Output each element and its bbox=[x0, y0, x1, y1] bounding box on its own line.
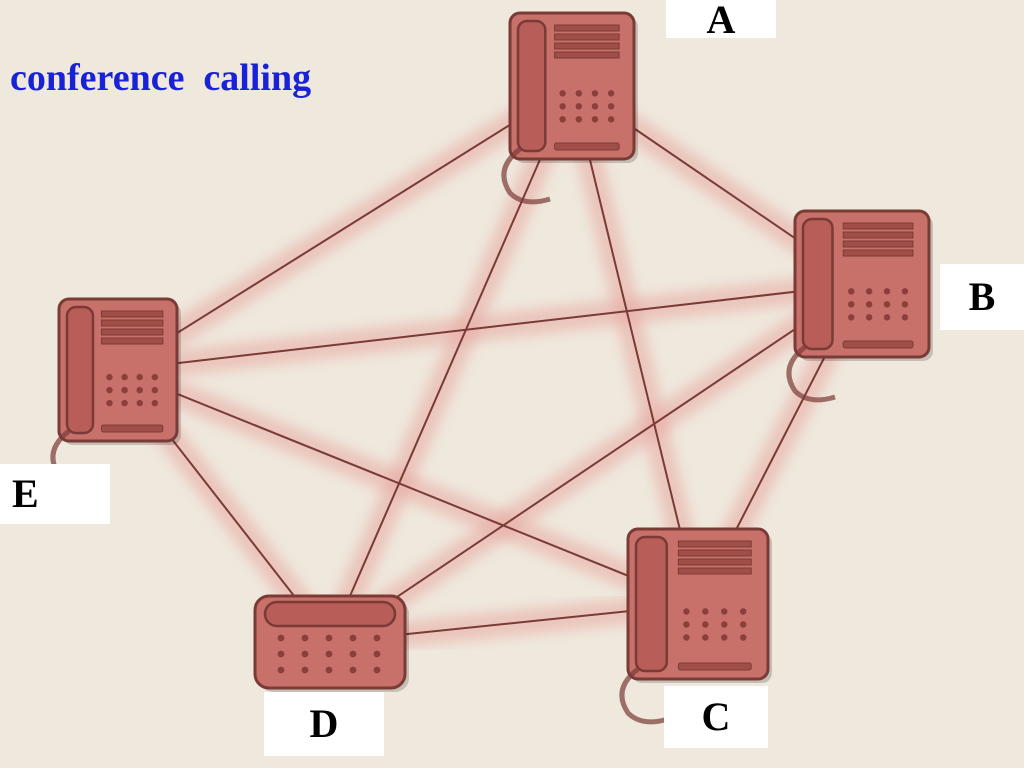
connection-line-c-e bbox=[117, 369, 699, 605]
telephones-group bbox=[50, 11, 933, 725]
connection-line-a-c bbox=[571, 85, 699, 605]
node-label-c: C bbox=[664, 686, 768, 748]
node-label-a: A bbox=[666, 0, 776, 40]
connection-line-b-e bbox=[117, 283, 863, 371]
telephone-icon bbox=[786, 209, 933, 403]
connection-line-a-e bbox=[117, 85, 573, 371]
node-label-e: E bbox=[0, 464, 110, 524]
connection-line-a-d bbox=[329, 85, 573, 643]
telephone-icon bbox=[619, 527, 772, 725]
telephone-icon bbox=[253, 594, 409, 692]
telephone-icon bbox=[50, 297, 181, 487]
node-label-d: D bbox=[264, 692, 384, 756]
diagram-title: conference calling bbox=[10, 57, 312, 99]
node-label-b: B bbox=[940, 264, 1024, 330]
telephone-icon bbox=[501, 11, 638, 205]
connection-line-b-d bbox=[329, 283, 863, 643]
